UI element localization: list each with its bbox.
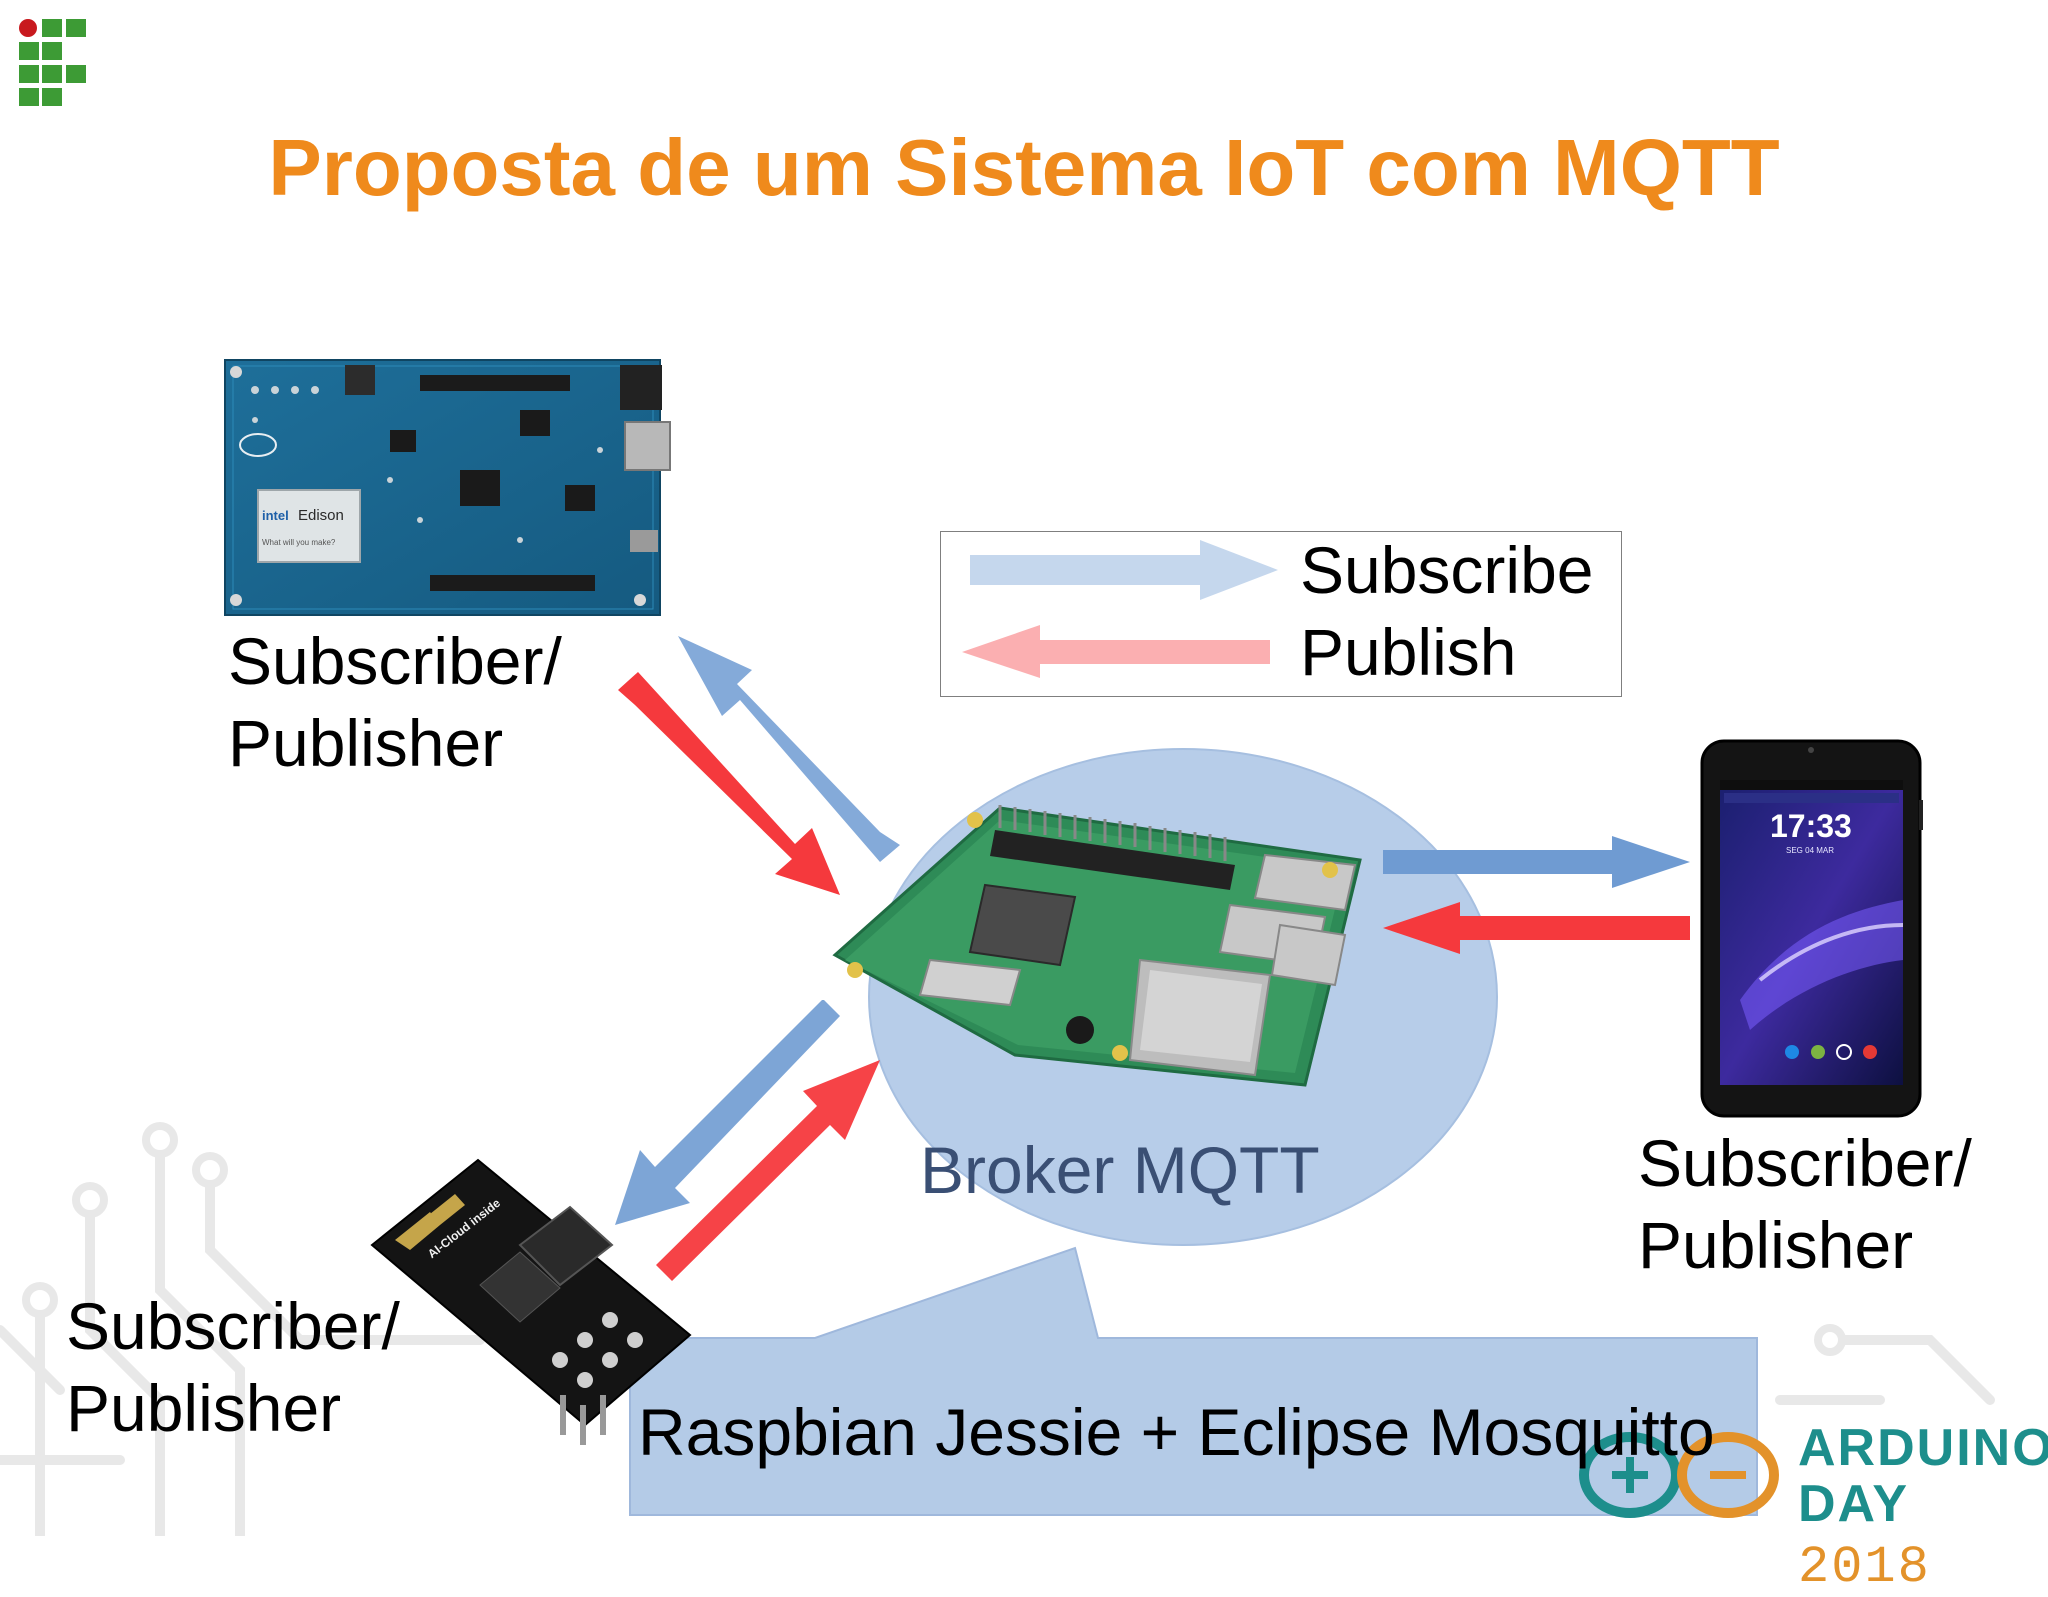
edison-label-line1: Subscriber/ [228,624,562,698]
raspberry-pi-board [832,805,1362,1087]
arrow-esp-subscribe [615,1000,840,1225]
arrow-edison-publish [618,672,840,895]
tablet-label-line2: Publisher [1638,1208,1914,1282]
institution-logo [19,19,86,106]
circuit-background-decoration [0,1122,1995,1536]
esp-label-line1: Subscriber/ [66,1289,400,1363]
slide-title: Proposta de um Sistema IoT com MQTT [268,123,1780,212]
diagram-canvas [224,359,1923,1518]
esp-label-line2: Publisher [66,1371,342,1445]
arrow-edison-subscribe [678,636,900,862]
arrow-tablet-subscribe [1383,836,1690,888]
arduino-day-line1: ARDUINO [1798,1419,2048,1477]
legend-box [940,531,1622,697]
edison-module-name: Edison [298,507,344,524]
callout-text: Raspbian Jessie + Eclipse Mosquitto [638,1395,1715,1469]
arduino-infinity-logo [1579,1432,1779,1518]
callout-shape [629,1246,1758,1516]
tablet-label-line1: Subscriber/ [1638,1126,1972,1200]
tablet-date: SEG 04 MAR [1786,846,1835,855]
arrow-esp-publish [656,1060,880,1281]
tablet-device [1700,739,1923,1118]
broker-label: Broker MQTT [920,1133,1320,1207]
arduino-day-word: DAY [1798,1475,1910,1533]
legend-subscribe-label: Subscribe [1300,533,1594,607]
edison-module-tagline: What will you make? [262,538,336,547]
arrow-tablet-publish [1383,902,1690,954]
edison-label-line2: Publisher [228,706,504,780]
arduino-day-year: 2018 [1798,1538,1931,1597]
tablet-clock: 17:33 [1770,808,1852,844]
legend-publish-label: Publish [1300,615,1517,689]
edison-module-brand: intel [262,508,289,523]
esp8266-module [370,1158,692,1445]
intel-edison-board [224,359,671,616]
